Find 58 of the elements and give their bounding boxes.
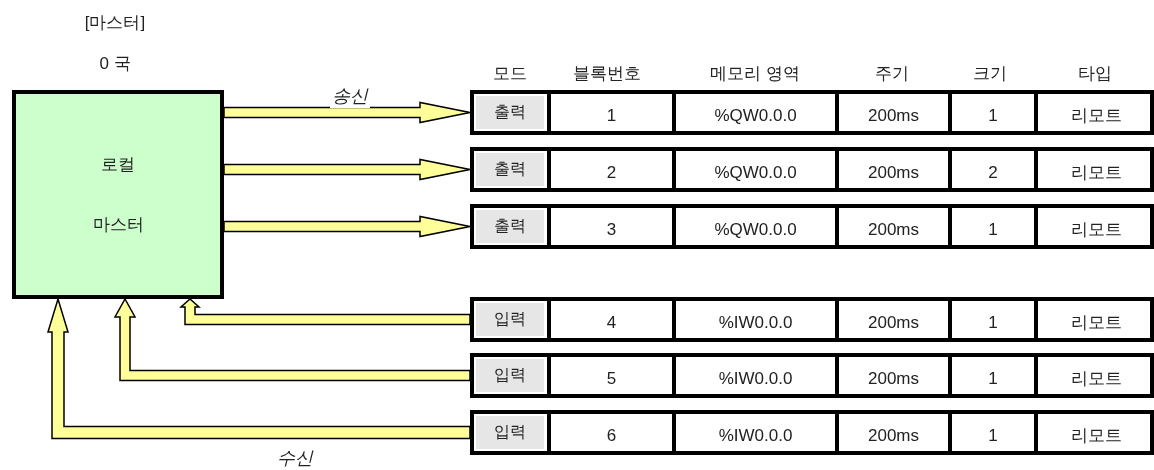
master-box	[12, 90, 224, 299]
table-cell: 리모트	[1034, 94, 1154, 131]
table-cell: 200ms	[835, 414, 948, 451]
table-row	[470, 353, 1154, 398]
table-row	[470, 90, 1154, 135]
table-cell: 1	[948, 414, 1034, 451]
block-arrow	[223, 101, 471, 124]
table-cell: 1	[948, 301, 1034, 338]
table-cell: 1	[547, 94, 672, 131]
table-cell: 2	[547, 151, 672, 188]
table-cell: 1	[948, 208, 1034, 245]
table-cell: %IW0.0.0	[672, 301, 835, 338]
table-cell: 리모트	[1034, 208, 1154, 245]
heading-text: 0 국	[99, 52, 131, 75]
table-cell: 1	[948, 94, 1034, 131]
mode-cell: 출력	[476, 210, 544, 243]
table-cell: %IW0.0.0	[672, 414, 835, 451]
column-header: 블록번호	[573, 62, 641, 85]
table-cell: 리모트	[1034, 301, 1154, 338]
heading-text: [마스터]	[84, 11, 146, 34]
table-cell: 200ms	[835, 151, 948, 188]
table-cell: 4	[547, 301, 672, 338]
mode-cell: 입력	[476, 303, 544, 336]
block-arrow	[223, 215, 471, 238]
mode-cell: 출력	[476, 153, 544, 186]
table-cell: 리모트	[1034, 414, 1154, 451]
block-arrow	[113, 297, 471, 382]
table-cell: %IW0.0.0	[672, 357, 835, 394]
block-arrow	[223, 158, 471, 181]
table-cell: 200ms	[835, 208, 948, 245]
column-header: 주기	[875, 62, 909, 85]
mode-cell: 입력	[476, 359, 544, 392]
column-header: 모드	[493, 62, 527, 85]
table-cell: 3	[547, 208, 672, 245]
table-cell: 200ms	[835, 357, 948, 394]
table-cell: %QW0.0.0	[672, 208, 835, 245]
table-row	[470, 204, 1154, 249]
table-cell: 200ms	[835, 301, 948, 338]
table-cell: 5	[547, 357, 672, 394]
table-cell: 1	[948, 357, 1034, 394]
table-cell: %QW0.0.0	[672, 151, 835, 188]
table-cell: 2	[948, 151, 1034, 188]
mode-cell: 입력	[476, 416, 544, 449]
column-header: 타입	[1078, 62, 1112, 85]
column-header: 크기	[973, 62, 1007, 85]
table-cell: 리모트	[1034, 151, 1154, 188]
table-cell: 리모트	[1034, 357, 1154, 394]
column-header: 메모리 영역	[710, 62, 800, 85]
mode-cell: 출력	[476, 96, 544, 129]
table-cell: 200ms	[835, 94, 948, 131]
table-row	[470, 297, 1154, 342]
block-arrow	[47, 296, 471, 440]
table-cell: %QW0.0.0	[672, 94, 835, 131]
table-row	[470, 147, 1154, 192]
table-row	[470, 410, 1154, 455]
box-label: 로컬 마스터	[91, 153, 145, 236]
table-cell: 6	[547, 414, 672, 451]
block-arrow	[179, 298, 471, 326]
